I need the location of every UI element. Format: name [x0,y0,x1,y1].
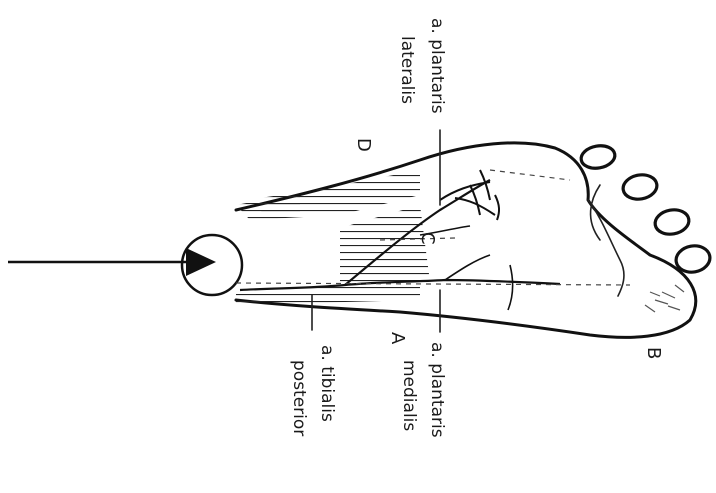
toe-2 [621,172,659,202]
letter-c: C [417,232,438,245]
artery-lateral-branches [440,170,499,220]
hatched-area-middle [340,205,430,285]
label-tibialis-posterior-line1: a. tibialis [317,345,337,422]
letter-a: A [387,332,408,345]
label-plantaris-lateralis-line1: a. plantaris [427,18,447,114]
toe-4 [674,243,712,275]
ref-line-horizontal [236,283,630,285]
label-plantaris-medialis-line1: a. plantaris [427,342,447,438]
ref-line-d [490,170,570,180]
label-plantaris-lateralis-line2: lateralis [397,36,417,104]
big-toe-stipple [645,285,684,312]
toe-1 [579,143,616,171]
toe-3 [653,207,691,237]
artery-branch-a [445,255,490,280]
foot-outline [236,143,696,337]
label-tibialis-posterior-line2: posterior [289,360,309,436]
letter-b: B [643,347,664,359]
letter-d: D [353,138,374,152]
artery-medial-tip [508,265,513,310]
hatched-area-upper-2 [260,192,300,218]
label-plantaris-medialis-line2: medialis [399,360,419,431]
toe-ridge [588,200,624,296]
